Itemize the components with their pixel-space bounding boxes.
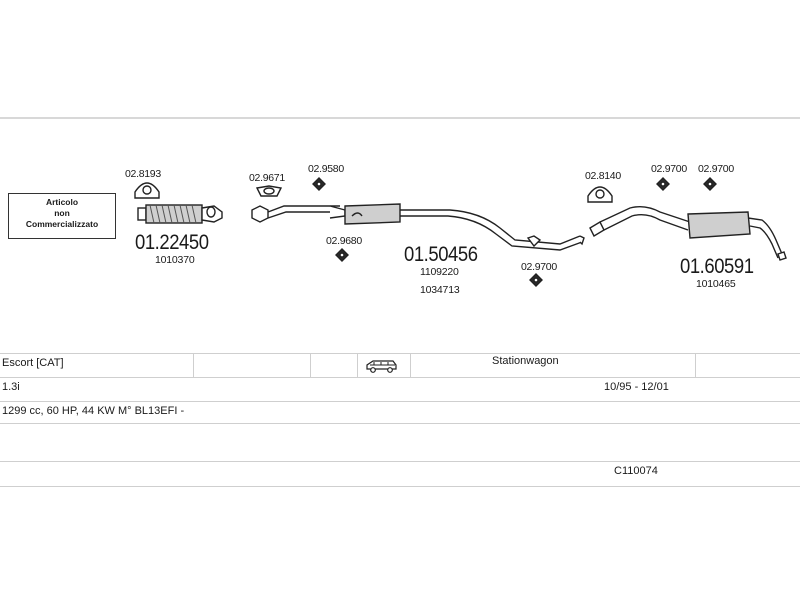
middle-section-drawing [251, 203, 585, 251]
part-number-middle[interactable]: 01.50456 [404, 243, 478, 266]
rear-clamp-drawing [587, 186, 613, 203]
note-line-2: non [54, 208, 70, 218]
table-row-spec: 1299 cc, 60 HP, 44 KW M° BL13EFI - [0, 401, 800, 424]
note-line-1: Articolo [45, 197, 79, 207]
part-number-rear[interactable]: 01.60591 [680, 255, 754, 278]
table-row-model: Escort [CAT] Stationwagon [0, 353, 800, 378]
engine-cell: 1.3i [2, 381, 20, 393]
table-row-code: C110074 [0, 461, 800, 487]
part-ref-rear: 1010465 [696, 278, 736, 290]
exhaust-system-diagram [134, 177, 787, 287]
part-ref-front-pipe: 1010370 [155, 254, 195, 266]
clamp-drawing [134, 182, 160, 199]
table-row-empty [0, 423, 800, 462]
part-ref-middle-2: 1034713 [420, 284, 460, 296]
part-label-rear-clamp: 02.8140 [585, 170, 621, 182]
station-wagon-car-icon [366, 359, 398, 383]
part-label-rubber-5: 02.9700 [698, 163, 734, 175]
years-cell: 10/95 - 12/01 [604, 381, 669, 393]
front-pipe-drawing [137, 204, 223, 224]
part-label-rubber-2: 02.9680 [326, 235, 362, 247]
part-ref-middle-1: 1109220 [420, 266, 459, 278]
rubber-mounts-drawing [312, 177, 717, 287]
part-label-clamp: 02.8193 [125, 168, 161, 180]
table-row-engine: 1.3i 10/95 - 12/01 [0, 377, 800, 402]
part-number-front-pipe[interactable]: 01.22450 [135, 231, 209, 254]
model-cell: Escort [CAT] [2, 357, 64, 369]
rear-section-drawing [589, 205, 787, 261]
top-border [0, 117, 800, 119]
part-label-rubber-1: 02.9580 [308, 163, 344, 175]
part-label-rubber-3: 02.9700 [521, 261, 557, 273]
gasket-drawing [255, 185, 283, 197]
body-type-cell: Stationwagon [492, 355, 559, 367]
code-cell: C110074 [614, 465, 658, 477]
not-commercialized-note: Articolo non Commercializzato [8, 193, 116, 239]
part-label-rubber-4: 02.9700 [651, 163, 687, 175]
spec-cell: 1299 cc, 60 HP, 44 KW M° BL13EFI - [2, 405, 185, 417]
note-line-3: Commercializzato [25, 219, 99, 229]
part-label-gasket: 02.9671 [249, 172, 285, 184]
